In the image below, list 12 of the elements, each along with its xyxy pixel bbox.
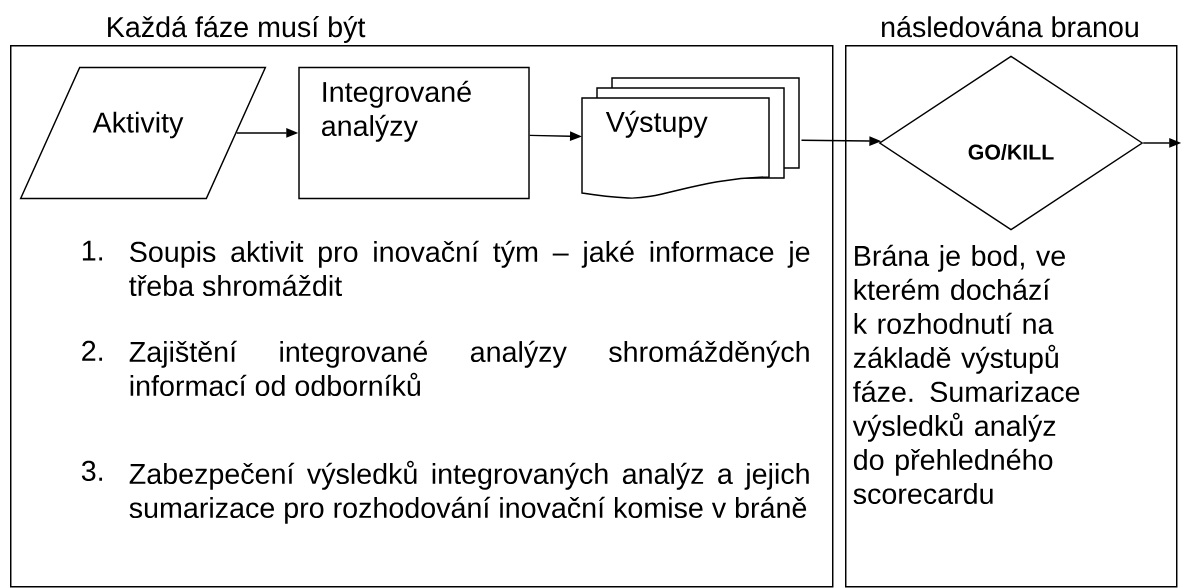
parallelogram: Aktivity (19, 66, 267, 200)
list-number: 1. (82, 240, 103, 261)
process-box: Integrované analýzy (298, 66, 530, 200)
panel-heading: Každá fáze musí být (108, 15, 366, 43)
list-item: Soupis aktivit pro inovační tým – jaké informace je třeba shromáždit (129, 240, 810, 297)
document-stack: Výstupy (581, 77, 800, 199)
list-item: Zajištění integrované analýzy shromážděných informací od odborníků (129, 340, 809, 397)
panel-heading: následována branou (882, 15, 1138, 38)
list-item: Zabezpečení výsledků integrovaných analýz a jejich sumarizace pro rozhodování inovační komise v bráně (129, 460, 809, 524)
description-text: Brána je bod, ve kterém dochází k rozhodnutí na základě výstupů fáze. Sumarizace výsledků analýz do přehledného scorecardu (852, 244, 1080, 505)
list-number: 3. (81, 460, 103, 481)
list-number: 2. (82, 340, 103, 361)
